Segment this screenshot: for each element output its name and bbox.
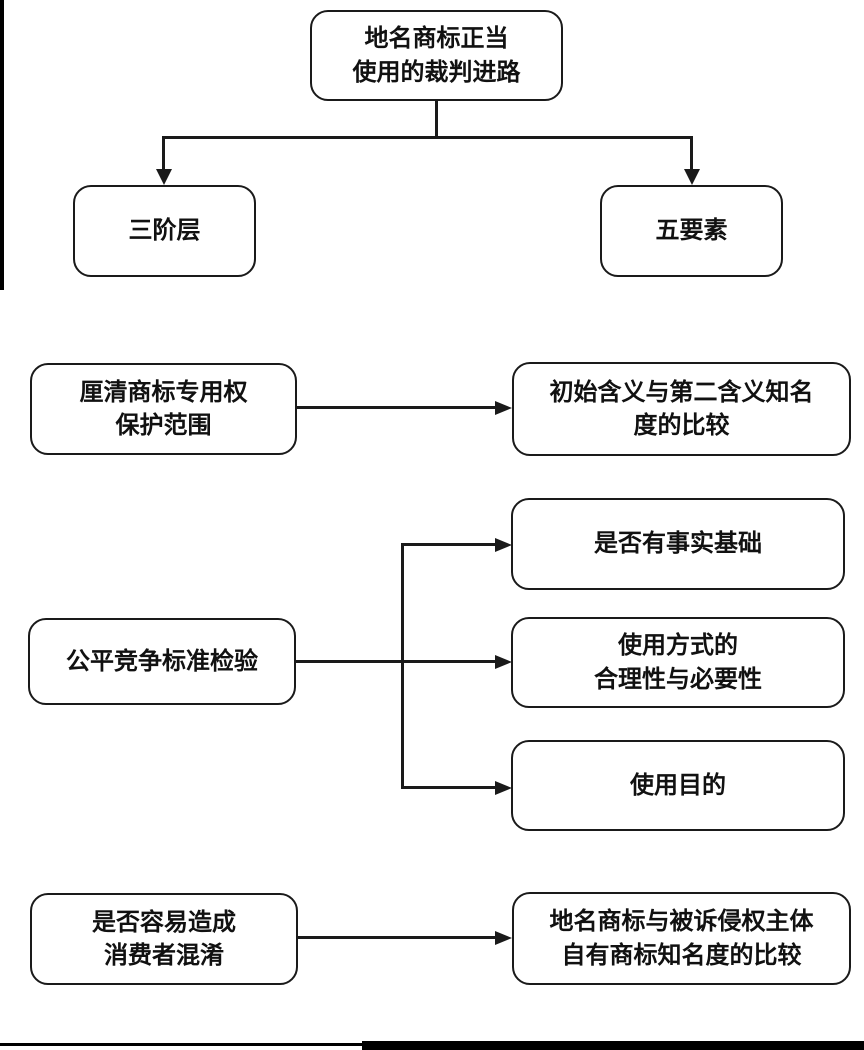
page-edge-artifact-left	[0, 0, 4, 290]
connector-root-stem	[435, 100, 438, 139]
arrowhead-fame-comparison-icon	[495, 931, 512, 945]
arrowhead-three-tier-icon	[156, 169, 172, 185]
node-five-factor: 五要素	[600, 185, 783, 277]
arrowhead-meaning-comparison-icon	[495, 401, 512, 415]
node-usage-purpose: 使用目的	[511, 740, 845, 831]
node-three-tier: 三阶层	[73, 185, 256, 277]
node-consumer-confusion: 是否容易造成 消费者混淆	[30, 893, 298, 985]
connector-branch-vertical	[401, 543, 404, 789]
connector-to-five-factor	[690, 136, 693, 170]
node-factual-basis: 是否有事实基础	[511, 498, 845, 590]
arrowhead-factual-basis-icon	[495, 538, 512, 552]
connector-clarify-to-meaning	[296, 406, 497, 409]
connector-to-usage-purpose	[401, 786, 497, 789]
connector-confusion-to-fame	[297, 936, 497, 939]
connector-to-three-tier	[162, 136, 165, 170]
connector-root-horizontal	[162, 136, 693, 139]
node-meaning-comparison: 初始含义与第二含义知名 度的比较	[512, 362, 851, 456]
connector-to-factual-basis	[401, 543, 497, 546]
arrowhead-five-factor-icon	[684, 169, 700, 185]
page-edge-artifact-bottom-thin	[0, 1043, 362, 1046]
node-fame-comparison: 地名商标与被诉侵权主体 自有商标知名度的比较	[512, 892, 851, 985]
node-usage-manner: 使用方式的 合理性与必要性	[511, 617, 845, 708]
connector-fair-competition-main	[295, 660, 497, 663]
node-clarify-scope: 厘清商标专用权 保护范围	[30, 363, 297, 455]
node-fair-competition: 公平竞争标准检验	[28, 618, 296, 705]
node-root-title: 地名商标正当 使用的裁判进路	[310, 10, 563, 101]
arrowhead-usage-purpose-icon	[495, 781, 512, 795]
page-edge-artifact-bottom-thick	[362, 1041, 864, 1050]
arrowhead-usage-manner-icon	[495, 655, 512, 669]
